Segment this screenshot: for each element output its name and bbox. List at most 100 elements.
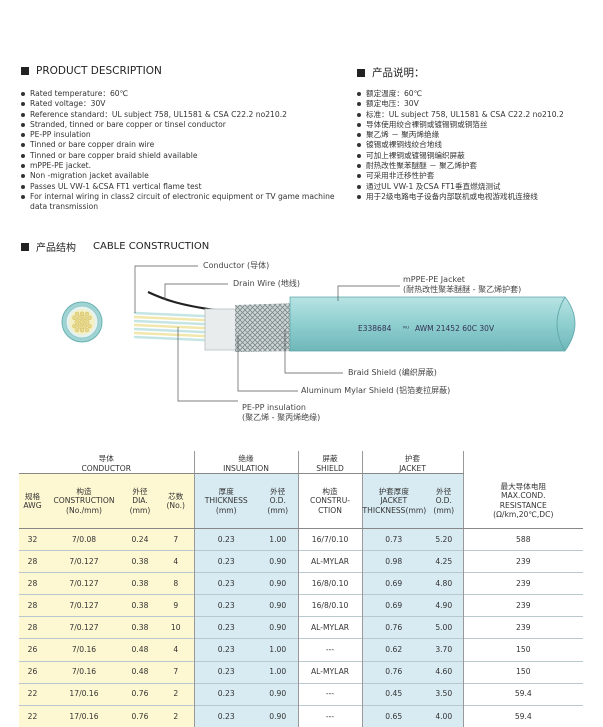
table-cell: AL-MYLAR (297, 616, 363, 639)
table-cell: 17/0.16 (46, 682, 122, 706)
label-braid-shield: Braid Shield (编织屏蔽) (348, 368, 437, 377)
leader-lines (134, 265, 400, 402)
description-cn-item: 可加上裸铜或镀锡铜编织屏蔽 (357, 151, 597, 161)
table-cell: 4 (158, 638, 194, 662)
table-cell: 4.25 (425, 550, 464, 573)
group-shield-cn: 屏蔽 (322, 454, 338, 463)
table-cell: 0.76 (122, 682, 158, 706)
print-mark: E338684 (358, 324, 392, 333)
label-jacket-en: mPPE-PE Jacket (403, 275, 465, 284)
group-resistance-spacer (462, 451, 584, 474)
label-insulation-cn: (聚乙烯 - 聚丙烯绝缘) (242, 413, 321, 422)
column-header-line: THICKNESS(mm) (362, 505, 427, 515)
square-bullet-icon (21, 242, 29, 251)
table-cell: 150 (462, 660, 584, 684)
group-jacket-en: JACKET (399, 463, 426, 473)
table-cell: 0.23 (193, 682, 258, 706)
description-cn-item: 用于2级电路电子设备内部联机或电视游戏机连接线 (357, 192, 597, 202)
table-cell: 26 (19, 638, 46, 662)
table-cell: 239 (462, 550, 584, 573)
label-jacket-cn: (耐热改性聚苯醚醚 - 聚乙烯护套) (403, 285, 522, 294)
table-cell: 0.90 (258, 550, 299, 573)
table-cell: 7/0.127 (46, 616, 122, 639)
table-cell: 0.23 (193, 594, 258, 617)
table-cell: 28 (19, 616, 46, 639)
column-header-line: 厚度 (218, 486, 234, 496)
column-header-line: (No.) (166, 501, 186, 510)
section-title-en: PRODUCT DESCRIPTION (21, 65, 162, 77)
bullet-icon (357, 153, 361, 158)
table-cell: 0.69 (361, 572, 426, 595)
column-header-line: O.D. (269, 496, 286, 506)
table-cell: 3.50 (425, 682, 464, 706)
table-cell: 239 (462, 616, 584, 639)
mylar-layer (204, 308, 241, 351)
bullet-icon (21, 102, 25, 107)
table-cell: --- (297, 704, 363, 727)
bullet-icon (21, 133, 25, 138)
table-cell: 59.4 (462, 682, 584, 706)
bullet-icon (357, 92, 361, 96)
description-en-text: Passes UL VW-1 &CSA FT1 vertical flame t… (30, 181, 202, 191)
bullet-icon (21, 184, 25, 189)
label-mylar-shield: Aluminum Mylar Shield (铝箔麦拉屏蔽) (301, 386, 451, 395)
table-cell: 4 (158, 550, 194, 573)
table-cell: 4.80 (425, 572, 464, 595)
column-header-line: (mm) (215, 505, 237, 515)
cable-diagram: E338684 ᠎ᴿᵁ AWM 21452 60C 30V (61, 265, 576, 402)
description-cn-item: 标准：UL subject 758, UL1581 & CSA C22.2 no… (357, 110, 597, 120)
table-cell: 0.23 (193, 527, 258, 551)
description-en-item: PE-PP insulation (21, 130, 341, 140)
table-cell: 0.76 (361, 616, 426, 639)
column-header-line: (Ω/km,20℃,DC) (493, 510, 554, 520)
table-cell: 5.20 (425, 527, 464, 551)
table-cell: 28 (19, 572, 46, 595)
square-bullet-icon (357, 68, 365, 77)
description-cn-text: 可采用非迁移性护套 (366, 171, 435, 181)
label-conductor: Conductor (导体) (203, 261, 270, 270)
label-jacket: mPPE-PE Jacket (耐热改性聚苯醚醚 - 聚乙烯护套) (403, 275, 521, 295)
group-insulation-en: INSULATION (223, 463, 269, 473)
column-header-line: 芯数 (168, 491, 184, 501)
table-cell: 16/8/0.10 (297, 572, 363, 595)
description-en-item: For internal wiring in class2 circuit of… (21, 192, 341, 213)
table-cell: 16/8/0.10 (297, 594, 363, 617)
cable-construction-title-en: CABLE CONSTRUCTION (93, 241, 210, 252)
label-drain-wire: Drain Wire (地线) (233, 279, 300, 288)
table-cell: 0.90 (258, 616, 299, 639)
bullet-icon (21, 112, 25, 117)
table-cell: 0.98 (361, 550, 426, 573)
table-cell: 0.76 (361, 660, 426, 684)
column-header-line: 最大导体电阻 (500, 481, 547, 491)
description-en-item: Passes UL VW-1 &CSA FT1 vertical flame t… (21, 182, 341, 192)
bullet-icon (21, 153, 25, 158)
bullet-icon (357, 194, 361, 199)
group-insulation-cn: 绝缘 (238, 454, 254, 463)
table-cell: 1.00 (258, 638, 299, 662)
square-bullet-icon (21, 67, 29, 75)
table-cell: 16/7/0.10 (297, 527, 363, 551)
section-title-en-text: PRODUCT DESCRIPTION (36, 65, 162, 77)
table-cell: 7 (158, 527, 194, 551)
column-header-line: 构造 (322, 486, 338, 496)
description-cn-item: 可采用非迁移性护套 (357, 171, 597, 181)
table-cell: 0.90 (258, 704, 299, 727)
table-cell: 0.23 (193, 572, 258, 595)
group-conductor-en: CONDUCTOR (81, 463, 132, 473)
table-cell: 4.90 (425, 594, 464, 617)
cable-construction-title-cn: 产品结构 (36, 243, 76, 254)
table-cell: 0.90 (258, 682, 299, 706)
description-cn-text: 标准：UL subject 758, UL1581 & CSA C22.2 no… (366, 109, 564, 119)
